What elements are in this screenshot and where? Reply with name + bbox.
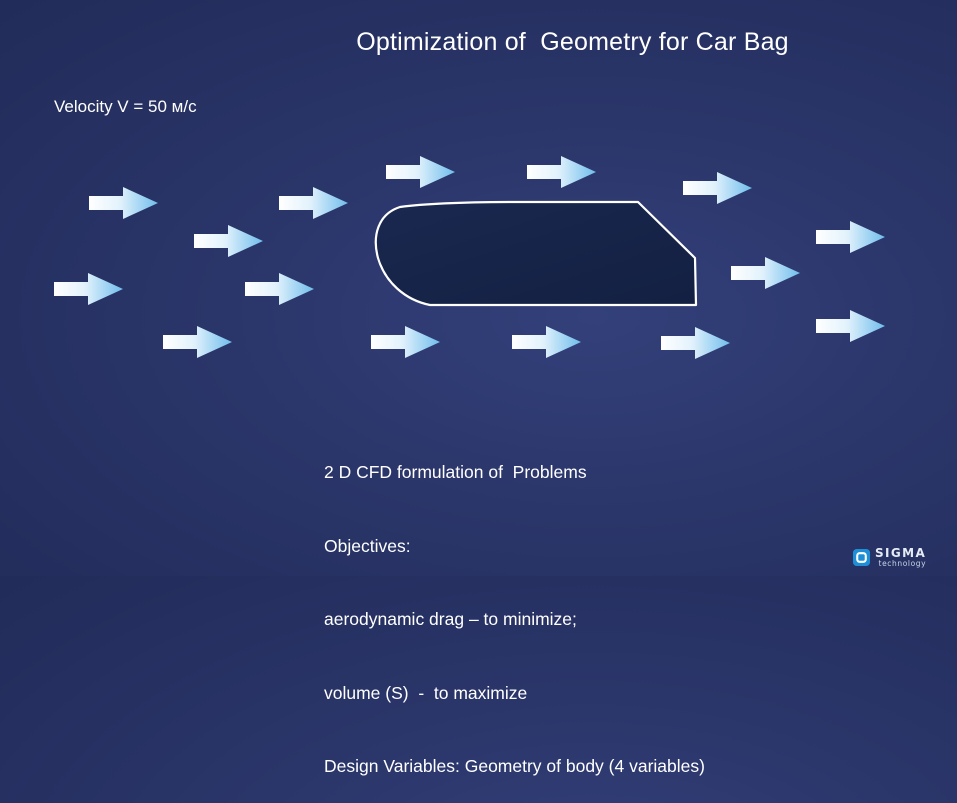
flow-arrow-icon xyxy=(816,221,885,253)
car-bag-body xyxy=(374,200,698,307)
sigma-logo: SIGMA technology xyxy=(852,547,926,568)
flow-arrow-icon xyxy=(194,225,263,257)
flow-arrow-icon xyxy=(816,310,885,342)
velocity-label: Velocity V = 50 м/с xyxy=(54,97,197,116)
problem-line-formulation: 2 D CFD formulation of Problems xyxy=(324,462,587,482)
problem-line-objectives: Objectives: xyxy=(324,535,411,556)
problem-description: 2 D CFD formulation of Problems Objectiv… xyxy=(324,411,705,803)
flow-arrow-icon xyxy=(386,156,455,188)
logo-subtitle: technology xyxy=(878,559,927,568)
flow-arrow-icon xyxy=(527,156,596,188)
logo-name: SIGMA xyxy=(875,546,927,560)
flow-diagram xyxy=(54,156,885,359)
flow-arrow-icon xyxy=(245,273,314,305)
flow-arrow-icon xyxy=(661,327,730,359)
flow-arrow-icon xyxy=(279,187,348,219)
problem-line-volume: volume (S) - to maximize xyxy=(324,682,528,703)
flow-arrow-icon xyxy=(512,326,581,358)
flow-arrow-icon xyxy=(54,273,123,305)
sigma-logo-icon xyxy=(852,548,871,566)
flow-arrow-icon xyxy=(683,172,752,204)
slide-title: Optimization of Geometry for Car Bag xyxy=(356,28,789,56)
flow-arrow-icon xyxy=(89,187,158,219)
flow-arrow-icon xyxy=(371,326,440,358)
flow-arrow-icon xyxy=(163,326,232,358)
problem-line-drag: aerodynamic drag – to minimize; xyxy=(324,609,577,629)
flow-arrow-icon xyxy=(731,257,800,289)
problem-line-design-variables: Design Variables: Geometry of body (4 va… xyxy=(324,756,705,776)
